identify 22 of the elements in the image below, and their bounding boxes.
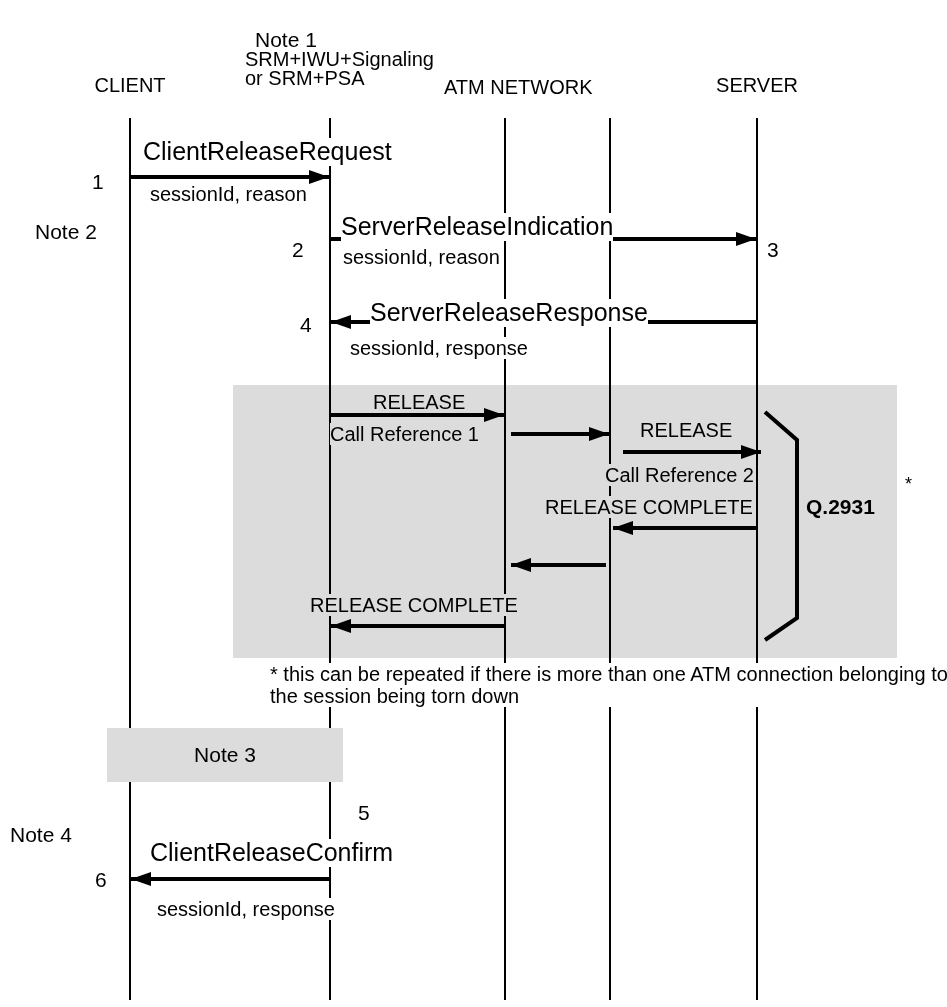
message-arrow [331, 619, 504, 633]
message-arrow [131, 872, 329, 886]
message-arrow [511, 558, 606, 572]
parameter-text: sessionId, reason [343, 246, 500, 268]
message-label: ServerReleaseIndication [341, 213, 614, 241]
message-label: RELEASE COMPLETE [310, 594, 518, 616]
parameter-text: sessionId, response [157, 898, 335, 920]
message-arrow [331, 408, 504, 422]
parameter-text: sessionId, response [350, 337, 528, 359]
message-arrow [613, 521, 756, 535]
message-label: ServerReleaseResponse [370, 299, 648, 327]
message-label: RELEASE COMPLETE [545, 496, 753, 518]
parameter-text: Call Reference 1 [330, 423, 479, 445]
footnote-text: * this can be repeated if there is more than one ATM connection belonging to the session being torn down [270, 663, 947, 707]
note-box: Note 3 [107, 728, 343, 782]
message-label: ClientReleaseRequest [143, 138, 392, 166]
message-arrow [623, 445, 761, 459]
message-arrow [131, 170, 329, 184]
parameter-text: sessionId, reason [150, 183, 307, 205]
message-label: ClientReleaseConfirm [150, 839, 394, 867]
message-arrow [511, 427, 609, 441]
parameter-text: Call Reference 2 [605, 464, 754, 486]
